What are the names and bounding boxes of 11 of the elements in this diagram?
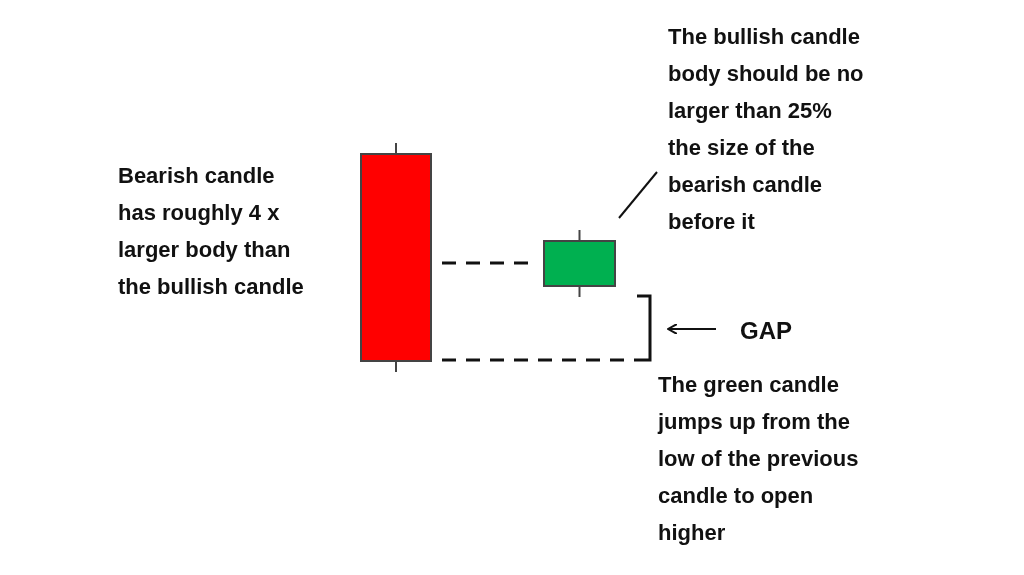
arrow	[667, 323, 717, 335]
annotation-text: Bearish candle has roughly 4 x larger body than the bullish candle	[118, 162, 305, 301]
leader-line	[618, 171, 658, 219]
gap-label: GAP	[740, 312, 802, 349]
candle-body	[360, 153, 432, 362]
candle-body	[543, 240, 616, 287]
annotation-text: The bullish candle body should be no larger than 25% the size of the bearish candle before it	[668, 18, 868, 240]
gap-bracket	[637, 294, 652, 362]
dashed-line	[442, 358, 637, 362]
dashed-line	[442, 261, 531, 265]
annotation-text: The green candle jumps up from the low of the previous candle to open higher	[658, 371, 860, 547]
